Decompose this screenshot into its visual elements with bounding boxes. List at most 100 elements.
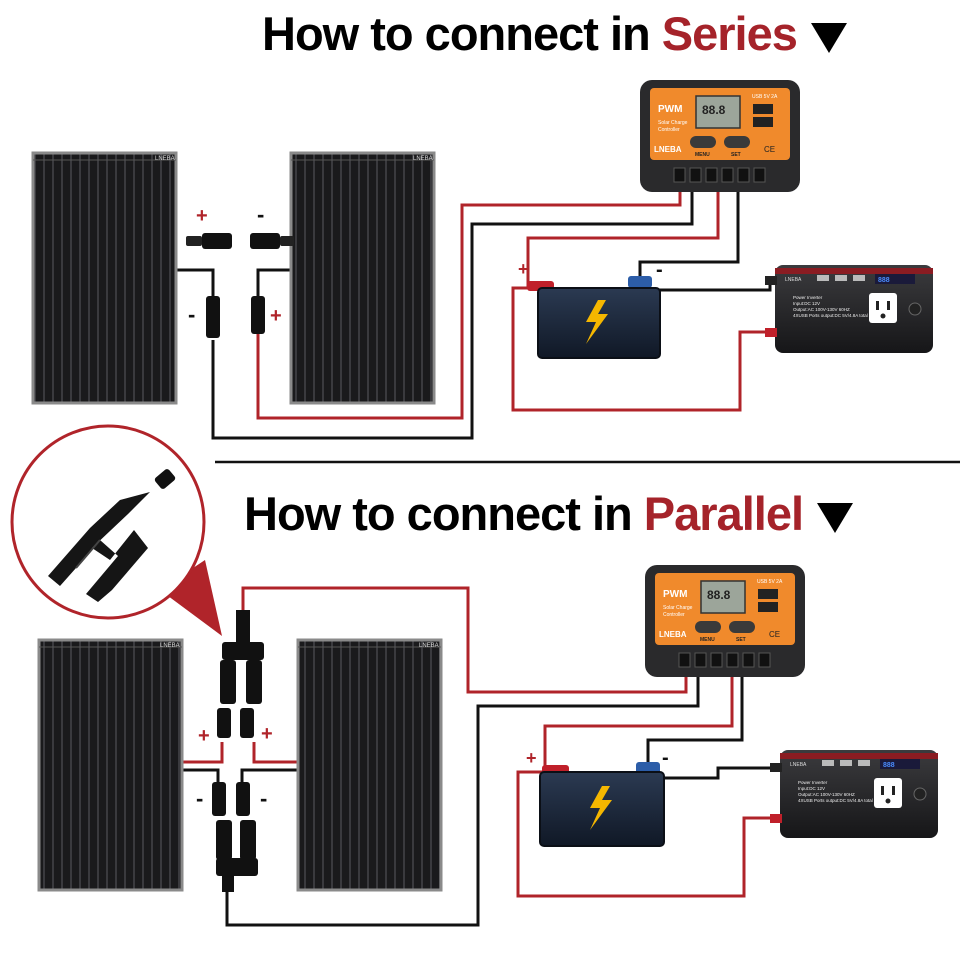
parallel-title-prefix: How to connect in xyxy=(244,487,644,540)
controller-display: 88.8 xyxy=(702,103,726,117)
parallel-y-connector-positive xyxy=(217,610,264,738)
usb-port-icon xyxy=(858,760,870,766)
panel-brand: LNEBA xyxy=(160,643,180,649)
series-title-accent: Series xyxy=(661,7,798,60)
y-connector-callout xyxy=(10,424,222,636)
usb-port-icon xyxy=(758,589,778,599)
usb-port-icon xyxy=(753,117,773,127)
series-mc4-plug-plus xyxy=(251,296,265,334)
series-wire-red-inverter xyxy=(511,286,768,412)
parallel-solar-panel-2: LNEBA xyxy=(296,638,443,892)
series-wire-red-battery xyxy=(526,178,720,288)
series-inverter-plus-terminal xyxy=(765,328,777,337)
inverter-info-1: Power Inverter xyxy=(793,295,823,300)
usb-port-icon xyxy=(753,104,773,114)
ac-outlet-icon xyxy=(874,778,902,808)
controller-subtitle-2: Controller xyxy=(663,612,685,618)
series-inverter-minus-terminal xyxy=(765,276,777,285)
parallel-inverter-plus-terminal xyxy=(770,814,782,823)
parallel-inverter-minus-terminal xyxy=(770,763,782,772)
parallel-plus-label-left: + xyxy=(198,725,210,747)
usb-port-icon xyxy=(840,760,852,766)
series-solar-panel-1: LNEBA xyxy=(31,151,178,405)
controller-type-label: PWM xyxy=(658,104,682,115)
parallel-solar-panel-1: LNEBA xyxy=(37,638,184,892)
down-triangle-icon xyxy=(817,502,854,533)
series-panel2-lead xyxy=(256,268,294,298)
power-switch-icon[interactable] xyxy=(908,302,922,316)
series-charge-controller: PWM Solar Charge Controller 88.8 USB 5V … xyxy=(640,80,800,192)
parallel-wire-black-inverter xyxy=(650,766,774,780)
usb-port-icon xyxy=(758,602,778,612)
down-triangle-icon xyxy=(810,22,847,53)
lightning-icon xyxy=(590,786,612,830)
controller-lcd xyxy=(700,580,746,614)
inverter-info-3: Output:AC 100V-130V 60HZ xyxy=(798,792,855,797)
controller-set-button[interactable] xyxy=(724,136,750,148)
usb-port-icon xyxy=(853,275,865,281)
inverter-info-2: Input:DC 12V xyxy=(798,786,825,791)
controller-set-button[interactable] xyxy=(729,621,755,633)
series-diagram: LNEBA LNEBA + - - + PWM xyxy=(31,80,933,440)
series-mc4-plug-minus xyxy=(206,296,220,338)
panel-brand: LNEBA xyxy=(419,643,439,649)
controller-set-label: SET xyxy=(731,152,741,158)
parallel-panel1-red-lead xyxy=(182,742,224,764)
parallel-charge-controller: PWM Solar Charge Controller 88.8 USB 5V … xyxy=(645,565,805,677)
parallel-diagram: LNEBA LNEBA + + - - xyxy=(10,424,938,927)
inverter-brand: LNEBA xyxy=(790,762,807,768)
parallel-plus-label-right: + xyxy=(261,723,273,745)
panel-brand: LNEBA xyxy=(155,156,175,162)
series-solar-panel-2: LNEBA xyxy=(289,151,436,405)
controller-ce-mark: CE xyxy=(764,145,775,154)
controller-menu-button[interactable] xyxy=(690,136,716,148)
controller-lcd xyxy=(695,95,741,129)
usb-port-icon xyxy=(835,275,847,281)
series-mc4-connector-pair xyxy=(186,233,294,249)
y-branch-connector-icon xyxy=(48,469,176,602)
series-battery-minus-label: - xyxy=(656,259,663,281)
parallel-battery xyxy=(539,762,665,847)
controller-menu-button[interactable] xyxy=(695,621,721,633)
series-title-prefix: How to connect in xyxy=(262,7,662,60)
controller-usb-label: USB 5V 2A xyxy=(752,94,778,100)
controller-brand: LNEBA xyxy=(654,145,682,154)
parallel-panel1-black-lead xyxy=(182,768,220,782)
controller-terminals xyxy=(678,652,771,668)
series-minus-label-side: - xyxy=(188,302,195,327)
controller-menu-label: MENU xyxy=(700,637,715,643)
parallel-wire-black-controller xyxy=(225,670,700,927)
controller-usb-label: USB 5V 2A xyxy=(757,579,783,585)
controller-subtitle-1: Solar Charge xyxy=(663,605,693,611)
parallel-battery-plus-label: + xyxy=(526,748,537,768)
controller-display: 88.8 xyxy=(707,588,731,602)
series-battery-plus-label: + xyxy=(518,259,529,279)
series-title: How to connect in Series xyxy=(262,10,847,57)
parallel-minus-label-right: - xyxy=(260,786,267,811)
controller-subtitle-2: Controller xyxy=(658,127,680,133)
series-minus-label-top: - xyxy=(257,202,264,227)
inverter-info-4: 4XUSB Ports output:DC 5V/4.8A total xyxy=(798,798,873,803)
series-plus-label-top: + xyxy=(196,205,208,227)
parallel-battery-minus-label: - xyxy=(662,747,669,769)
inverter-display: 888 xyxy=(883,762,895,769)
series-plus-label-side: + xyxy=(270,305,282,327)
series-battery xyxy=(527,276,661,359)
parallel-wire-red-battery xyxy=(543,670,734,772)
parallel-title: How to connect in Parallel xyxy=(244,487,854,540)
power-switch-icon[interactable] xyxy=(913,787,927,801)
series-wire-black-panel1 xyxy=(211,178,694,440)
panel-brand: LNEBA xyxy=(413,156,433,162)
parallel-y-connector-negative xyxy=(212,782,258,892)
inverter-info-4: 4XUSB Ports output:DC 5V/4.8A total xyxy=(793,313,868,318)
lightning-icon xyxy=(586,300,608,344)
series-wires xyxy=(176,178,772,440)
usb-port-icon xyxy=(822,760,834,766)
series-wire-red-panel2 xyxy=(256,178,682,420)
controller-set-label: SET xyxy=(736,637,746,643)
controller-type-label: PWM xyxy=(663,589,687,600)
controller-menu-label: MENU xyxy=(695,152,710,158)
usb-port-icon xyxy=(817,275,829,281)
controller-subtitle-1: Solar Charge xyxy=(658,120,688,126)
